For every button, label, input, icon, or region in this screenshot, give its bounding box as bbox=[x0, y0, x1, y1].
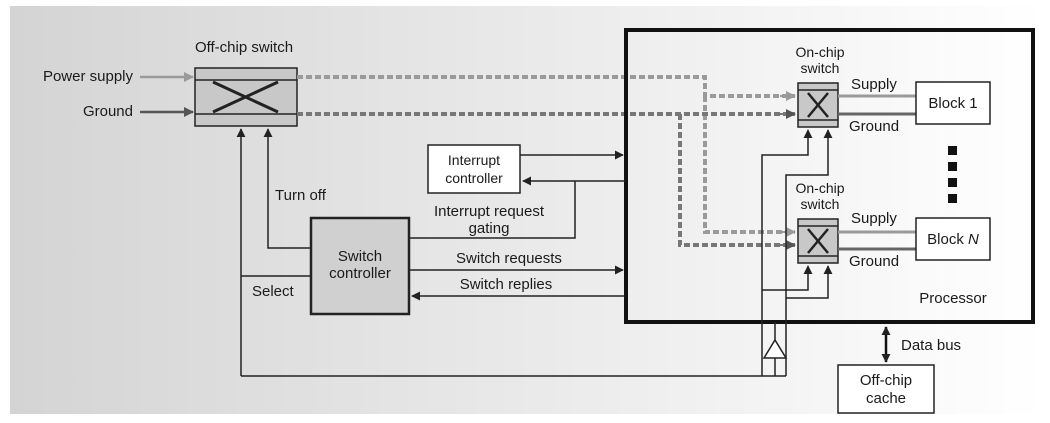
supply-label-1: Supply bbox=[851, 76, 897, 93]
switch-replies-label: Switch replies bbox=[460, 276, 553, 293]
off-chip-switch-label: Off-chip switch bbox=[195, 39, 293, 56]
off-chip-cache bbox=[837, 364, 935, 414]
interrupt-controller bbox=[427, 144, 521, 194]
select-label: Select bbox=[252, 283, 295, 300]
ellipsis-marks bbox=[948, 146, 957, 203]
data-bus-label: Data bus bbox=[901, 337, 961, 354]
interrupt-controller-label-line2: controller bbox=[445, 170, 503, 186]
interrupt-request-gating-line2: gating bbox=[469, 220, 510, 237]
on-chip-switch-1 bbox=[797, 82, 839, 128]
turn-off-label: Turn off bbox=[275, 187, 327, 204]
off-chip-cache-label-line2: cache bbox=[866, 390, 906, 407]
switch-controller bbox=[309, 216, 411, 316]
interrupt-gating-line bbox=[409, 181, 576, 239]
processor-label: Processor bbox=[919, 290, 987, 307]
on-chip-switch-1-label-line2: switch bbox=[801, 60, 840, 76]
switch-controller-label-line1: Switch bbox=[338, 248, 382, 265]
supply-distribution-lines bbox=[297, 75, 795, 247]
background-panel bbox=[10, 6, 1044, 414]
on-chip-switch-n-label-line2: switch bbox=[801, 196, 840, 212]
block-1 bbox=[915, 81, 991, 125]
on-chip-switch-1-label-line1: On-chip bbox=[795, 44, 844, 60]
switch-controller-label-line2: controller bbox=[329, 265, 391, 282]
turn-off-line bbox=[263, 128, 311, 249]
supply-label-n: Supply bbox=[851, 210, 897, 227]
interrupt-controller-label-line1: Interrupt bbox=[448, 152, 500, 168]
block-n bbox=[915, 217, 991, 261]
on-chip-switch-n-label-line1: On-chip bbox=[795, 180, 844, 196]
block-1-label: Block 1 bbox=[928, 95, 977, 112]
control-lines bbox=[761, 129, 833, 376]
processor-box bbox=[624, 28, 1035, 324]
on-chip-switch-n bbox=[797, 218, 839, 264]
switch-requests-label: Switch requests bbox=[456, 250, 562, 267]
interrupt-request-gating-line1: Interrupt request bbox=[434, 203, 545, 220]
power-supply-label: Power supply bbox=[43, 68, 134, 85]
ground-label: Ground bbox=[83, 103, 133, 120]
block-n-label: Block N bbox=[927, 231, 979, 248]
off-chip-cache-label-line1: Off-chip bbox=[860, 372, 912, 389]
off-chip-switch bbox=[194, 67, 298, 127]
ground-label-n: Ground bbox=[849, 253, 899, 270]
ground-label-1: Ground bbox=[849, 118, 899, 135]
